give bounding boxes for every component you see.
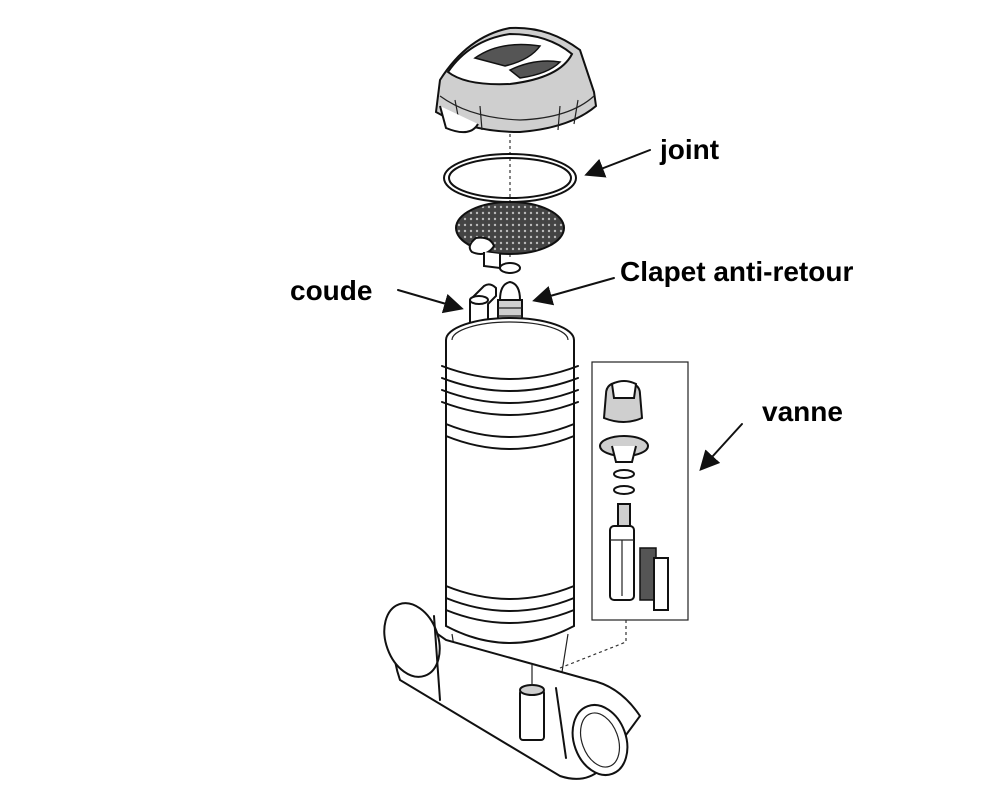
small-o-ring bbox=[499, 262, 521, 274]
label-check-valve: Clapet anti-retour bbox=[620, 256, 854, 287]
valve-detail-box bbox=[559, 361, 689, 669]
label-elbow: coude bbox=[290, 275, 373, 306]
joint-arrow bbox=[584, 149, 651, 178]
label-joint: joint bbox=[660, 134, 720, 165]
label-valve: vanne bbox=[762, 396, 843, 427]
main-body-cylinder bbox=[441, 317, 579, 701]
clapet-arrow bbox=[532, 277, 615, 306]
vanne-arrow bbox=[699, 423, 743, 471]
coude-arrow bbox=[397, 289, 464, 314]
perforated-plate bbox=[455, 201, 565, 270]
lid-cap bbox=[434, 26, 598, 134]
inlet-outlet-pipe bbox=[383, 602, 642, 780]
